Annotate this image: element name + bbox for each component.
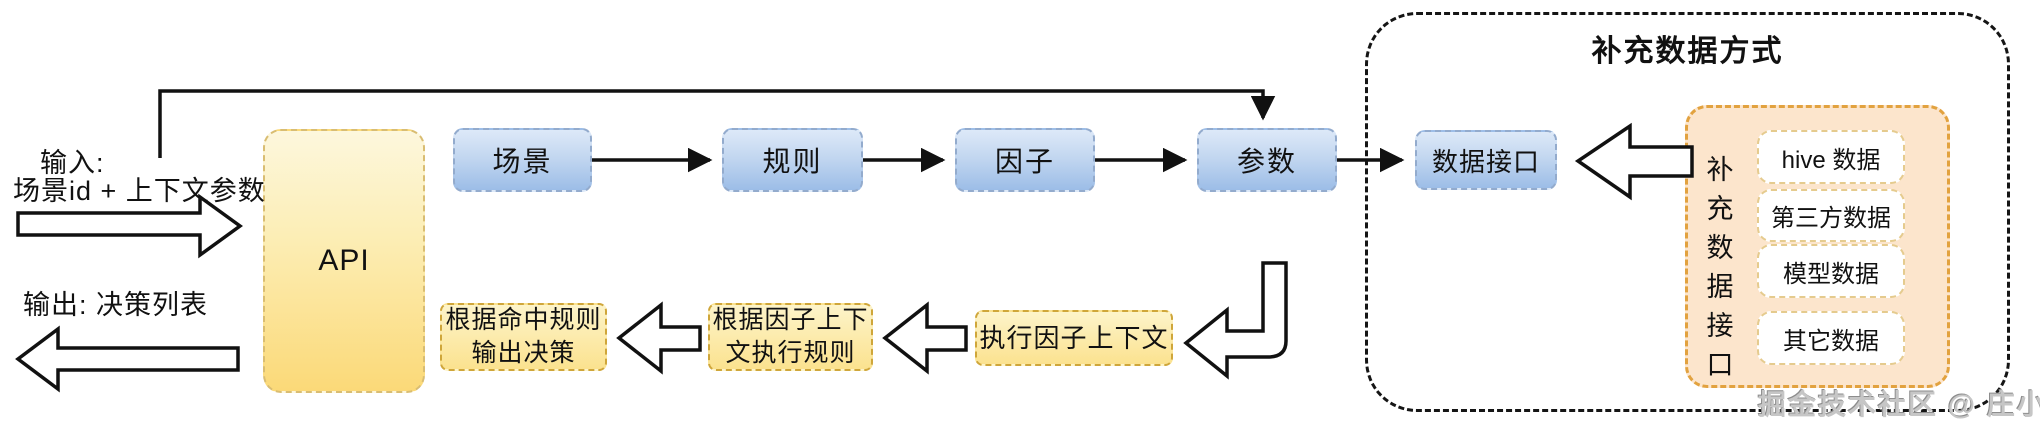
supplement-panel	[1365, 12, 2010, 412]
task-label-line: 执行因子上下文	[979, 322, 1169, 353]
node-factor: 因子	[955, 128, 1095, 192]
supplement-panel-title: 补充数据方式	[1591, 35, 1784, 68]
source-box-other: 其它数据	[1757, 311, 1905, 365]
vertical-char: 补	[1706, 155, 1734, 185]
vertical-char: 充	[1706, 194, 1734, 224]
input-label-line2: 场景id + 上下文参数	[13, 176, 266, 206]
task-label-line: 文执行规则	[725, 339, 856, 367]
node-api-label: API	[318, 244, 370, 277]
task-output-decision: 根据命中规则 输出决策	[440, 303, 607, 371]
node-label: 数据接口	[1431, 146, 1540, 177]
node-api: API	[263, 129, 425, 393]
task-exec-context: 执行因子上下文	[975, 310, 1173, 366]
node-data-interface: 数据接口	[1415, 130, 1557, 190]
task-label-line: 根据命中规则	[445, 306, 602, 334]
source-box-thirdparty: 第三方数据	[1757, 189, 1905, 242]
source-box-hive: hive 数据	[1757, 130, 1905, 184]
source-label: hive 数据	[1781, 146, 1881, 174]
source-label: 其它数据	[1783, 327, 1879, 355]
supplement-interface-label: 补 充 数 据 接 口	[1698, 148, 1742, 380]
input-label-line1: 输入:	[40, 148, 105, 178]
task-label-line: 根据因子上下	[712, 306, 869, 334]
hollow-arrow-rules-to-decision-icon	[616, 301, 702, 375]
source-label: 模型数据	[1783, 260, 1879, 288]
source-label: 第三方数据	[1771, 205, 1891, 232]
task-exec-rules: 根据因子上下 文执行规则	[708, 303, 873, 371]
output-label: 输出: 决策列表	[23, 290, 209, 320]
source-box-model: 模型数据	[1757, 244, 1905, 298]
task-label-line: 输出决策	[471, 339, 576, 367]
node-rule: 规则	[722, 128, 863, 192]
hollow-elbow-arrow-param-to-context-icon	[1183, 261, 1288, 380]
watermark: 掘金技术社区 @ 庄小焱	[1758, 389, 2040, 420]
vertical-char: 口	[1706, 350, 1734, 380]
node-scene: 场景	[453, 128, 592, 192]
node-label: 场景	[492, 146, 553, 177]
hollow-arrow-context-to-rules-icon	[882, 301, 968, 375]
vertical-char: 接	[1706, 311, 1734, 341]
vertical-char: 据	[1706, 272, 1734, 302]
node-param: 参数	[1197, 128, 1337, 192]
node-label: 因子	[994, 146, 1055, 177]
node-label: 参数	[1236, 146, 1297, 177]
vertical-char: 数	[1706, 233, 1734, 263]
output-block-arrow-icon	[15, 325, 240, 393]
node-label: 规则	[762, 146, 823, 177]
